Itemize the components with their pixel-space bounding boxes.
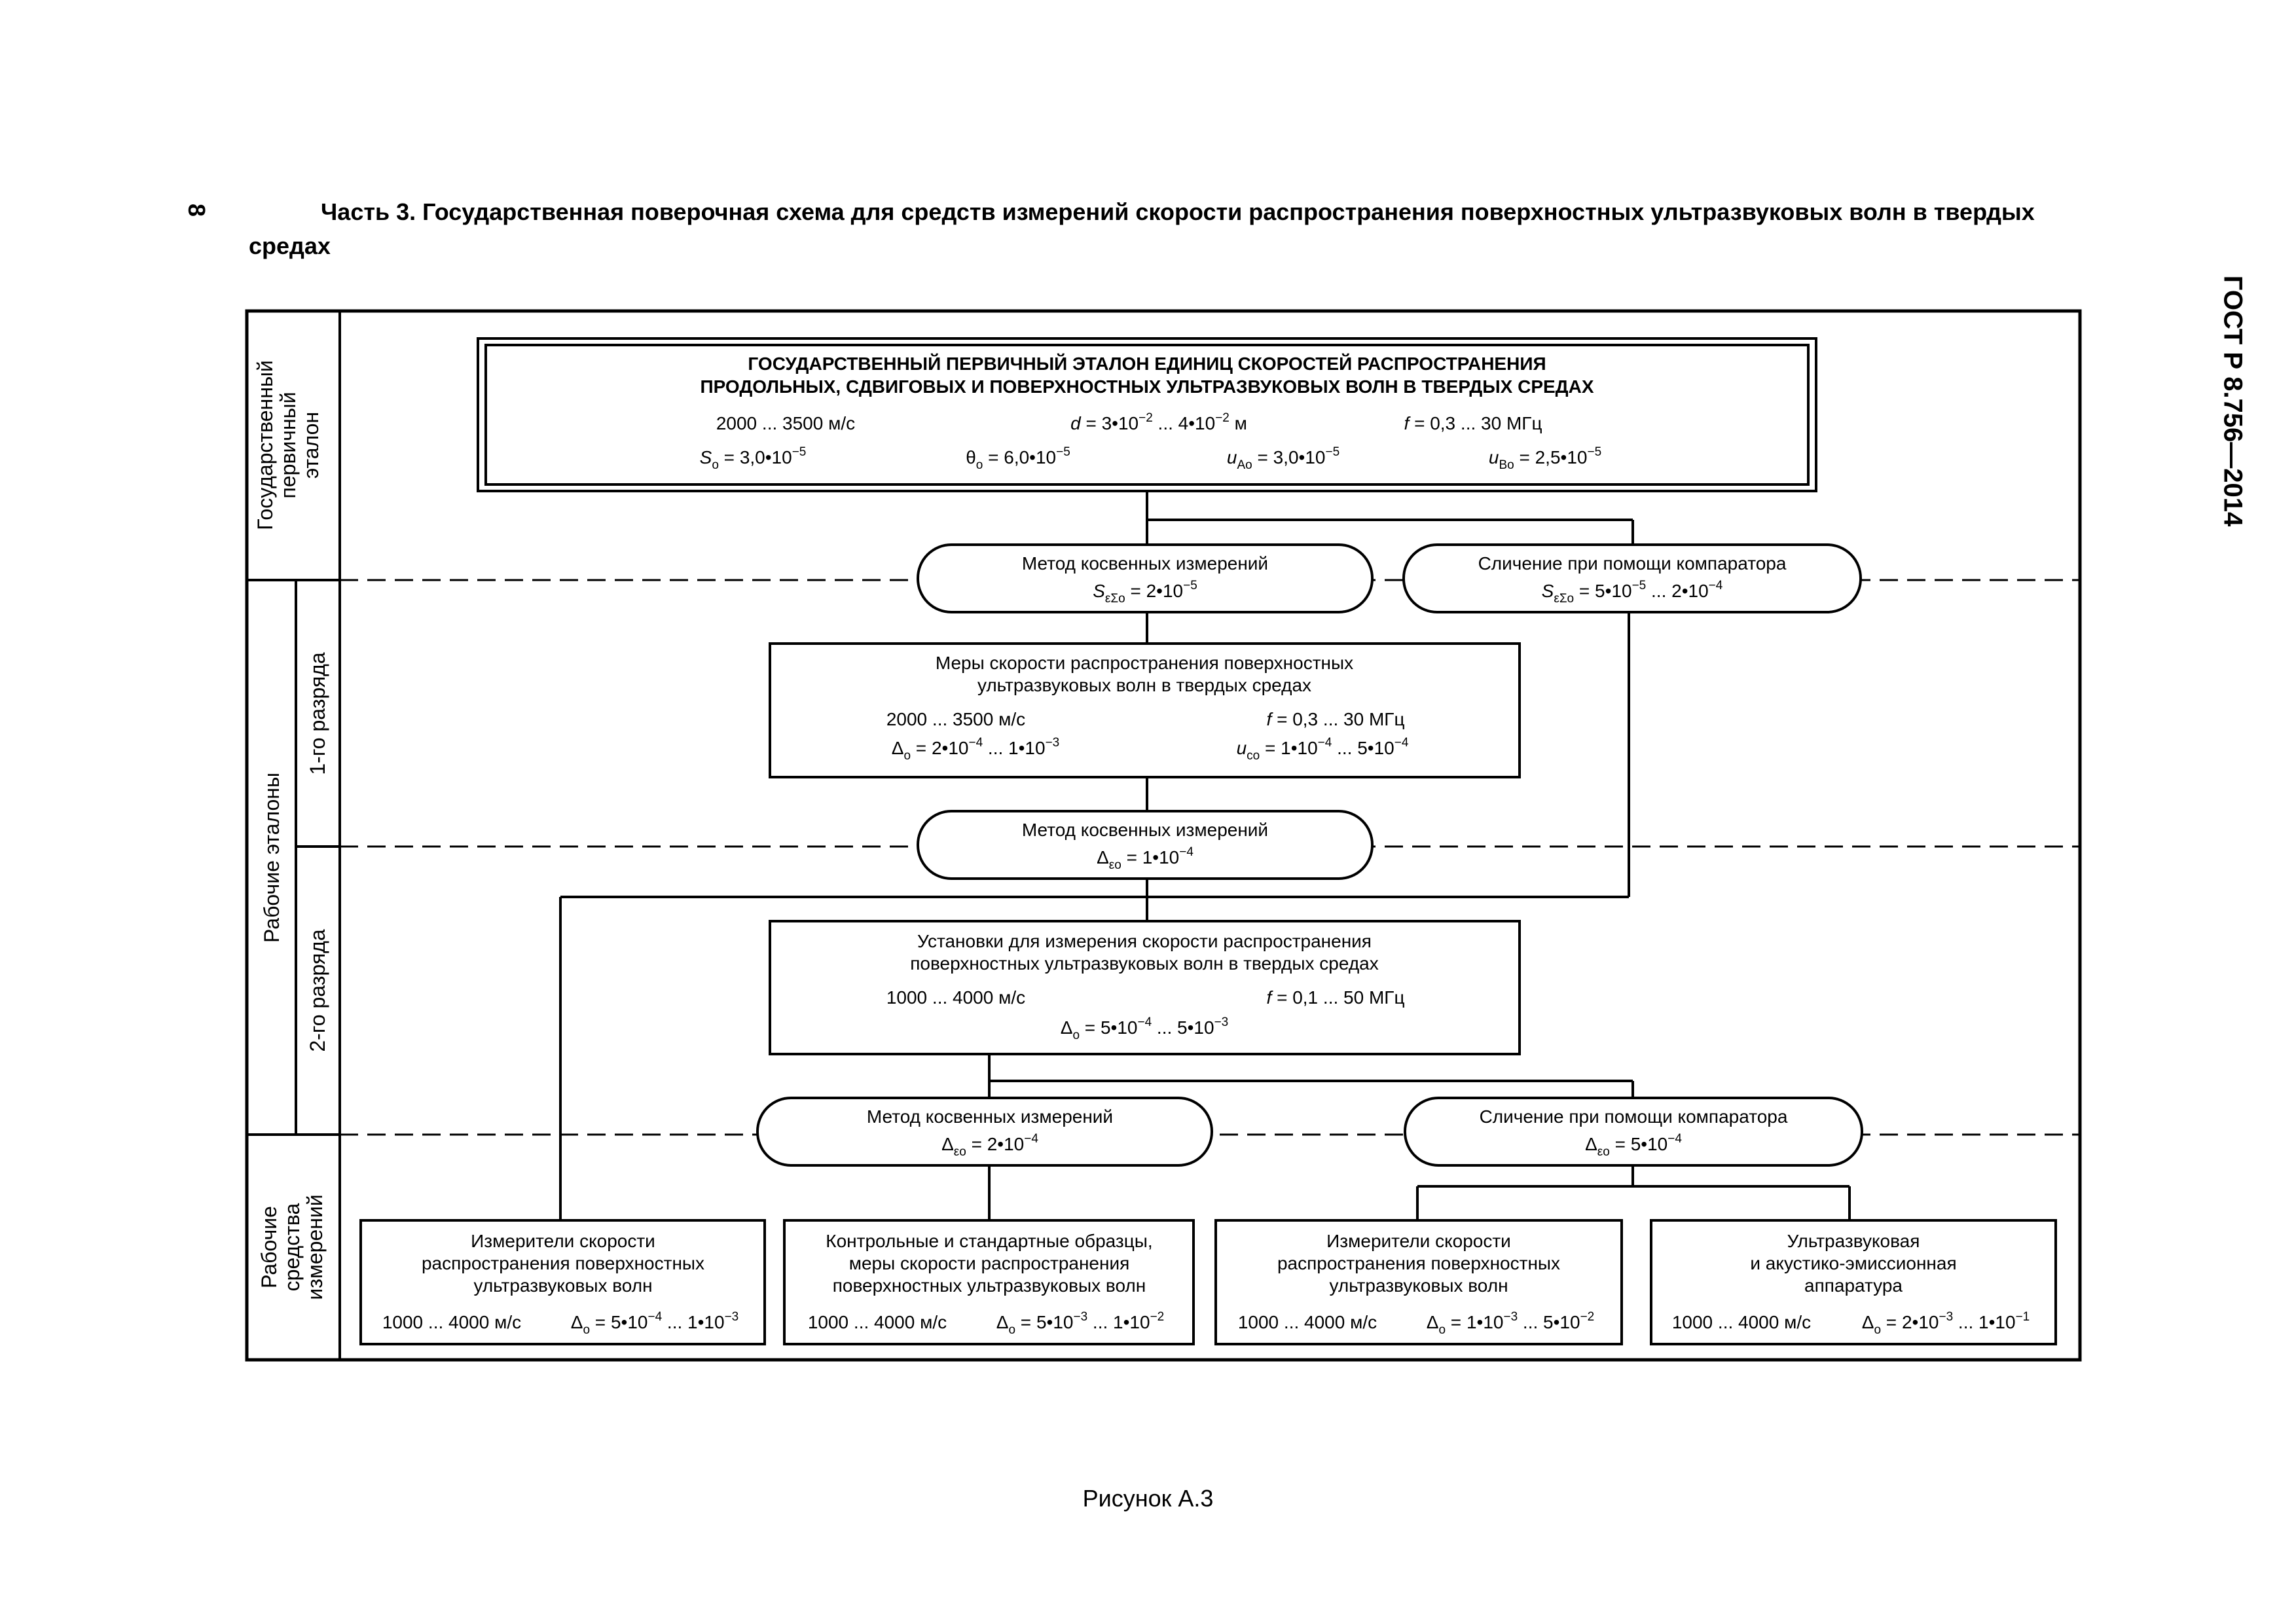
primary-standard-uA: uAo = 3,0•10−5 [1227, 445, 1339, 472]
svg-text:Δεо = 5•10−4: Δεо = 5•10−4 [1585, 1132, 1682, 1159]
svg-text:Сличение при помощи компаратор: Сличение при помощи компаратора [1478, 553, 1787, 574]
measures-box: Меры скорости распространения поверхност… [769, 642, 1521, 778]
primary-standard-S: Sо = 3,0•10−5 [700, 445, 807, 472]
side-label-rank1: 1-го разряда [306, 652, 329, 775]
svg-text:Δо = 1•10−3 ... 5•10−2: Δо = 1•10−3 ... 5•10−2 [1427, 1310, 1594, 1337]
svg-text:SεΣо = 5•10−5 ... 2•10−4: SεΣо = 5•10−5 ... 2•10−4 [1542, 579, 1723, 606]
primary-standard-title-line1: ГОСУДАРСТВЕННЫЙ ПЕРВИЧНЫЙ ЭТАЛОН ЕДИНИЦ … [748, 353, 1546, 374]
comparator-2: Сличение при помощи компаратора Δεо = 5•… [1404, 1097, 1863, 1167]
svg-text:Измерители скорости: Измерители скорости [471, 1231, 655, 1251]
svg-text:Сличение при помощи компаратор: Сличение при помощи компаратора [1480, 1106, 1788, 1127]
primary-standard-box: ГОСУДАРСТВЕННЫЙ ПЕРВИЧНЫЙ ЭТАЛОН ЕДИНИЦ … [477, 337, 1817, 492]
method-indirect-3: Метод косвенных измерений Δεо = 2•10−4 [756, 1097, 1213, 1167]
svg-text:распространения поверхностных: распространения поверхностных [1277, 1253, 1560, 1273]
svg-text:Δо = 2•10−3 ... 1•10−1: Δо = 2•10−3 ... 1•10−1 [1862, 1310, 2030, 1337]
primary-standard-diameter: d = 3•10−2 ... 4•10−2 м [1070, 411, 1247, 433]
svg-text:поверхностных ультразвуковых в: поверхностных ультразвуковых волн [833, 1275, 1146, 1296]
svg-text:Δо = 5•10−4 ... 5•10−3: Δо = 5•10−4 ... 5•10−3 [1061, 1015, 1228, 1042]
svg-text:Государственный: Государственный [253, 360, 277, 530]
svg-text:средства: средства [280, 1203, 304, 1291]
svg-text:Установки для измерения скорос: Установки для измерения скорости распрос… [917, 931, 1372, 951]
svg-text:f = 0,1 ... 50 МГц: f = 0,1 ... 50 МГц [1267, 987, 1405, 1008]
svg-text:Контрольные и стандартные обра: Контрольные и стандартные образцы, [826, 1231, 1152, 1251]
primary-standard-frequency: f = 0,3 ... 30 МГц [1404, 413, 1542, 433]
connector-lines [559, 491, 1851, 1220]
svg-text:Δо = 2•10−4 ... 1•10−3: Δо = 2•10−4 ... 1•10−3 [892, 736, 1059, 763]
svg-text:и акустико-эмиссионная: и акустико-эмиссионная [1750, 1253, 1956, 1273]
primary-standard-uB: uBo = 2,5•10−5 [1489, 445, 1601, 472]
svg-text:Δεо = 2•10−4: Δεо = 2•10−4 [941, 1132, 1038, 1159]
svg-text:Δо = 5•10−3 ... 1•10−2: Δо = 5•10−3 ... 1•10−2 [996, 1310, 1164, 1337]
side-label-rank2: 2-го разряда [306, 929, 329, 1051]
svg-text:Рабочие: Рабочие [257, 1206, 281, 1288]
svg-text:SεΣо = 2•10−5: SεΣо = 2•10−5 [1093, 579, 1197, 606]
side-label-working-standards: Рабочие эталоны [260, 773, 283, 943]
svg-text:меры скорости распространения: меры скорости распространения [849, 1253, 1130, 1273]
svg-text:Метод косвенных измерений: Метод косвенных измерений [1022, 820, 1268, 840]
svg-text:1000 ... 4000 м/с: 1000 ... 4000 м/с [1672, 1312, 1811, 1332]
primary-standard-range: 2000 ... 3500 м/с [716, 413, 855, 433]
svg-text:2000 ... 3500 м/с: 2000 ... 3500 м/с [886, 709, 1025, 729]
svg-text:Метод косвенных измерений: Метод косвенных измерений [1022, 553, 1268, 574]
svg-text:uco = 1•10−4 ... 5•10−4: uco = 1•10−4 ... 5•10−4 [1237, 736, 1409, 763]
svg-text:Измерители скорости: Измерители скорости [1326, 1231, 1511, 1251]
instrument-box-2: Контрольные и стандартные образцы, меры … [783, 1219, 1195, 1345]
instrument-box-1: Измерители скорости распространения пове… [359, 1219, 766, 1345]
figure-caption: Рисунок А.3 [1082, 1485, 1214, 1512]
instrument-box-3: Измерители скорости распространения пове… [1214, 1219, 1623, 1345]
svg-text:f = 0,3 ... 30 МГц: f = 0,3 ... 30 МГц [1267, 709, 1405, 729]
svg-text:Метод косвенных измерений: Метод косвенных измерений [867, 1106, 1113, 1127]
page-heading: Часть 3. Государственная поверочная схем… [249, 198, 2035, 259]
svg-text:распространения поверхностных: распространения поверхностных [422, 1253, 704, 1273]
svg-text:ультразвуковых волн: ультразвуковых волн [1329, 1275, 1508, 1296]
primary-standard-theta: θо = 6,0•10−5 [966, 445, 1070, 472]
svg-text:1000 ... 4000 м/с: 1000 ... 4000 м/с [1238, 1312, 1377, 1332]
method-indirect-2: Метод косвенных измерений Δεо = 1•10−4 [917, 810, 1374, 880]
diagram-frame [245, 309, 2082, 1362]
svg-text:Δо = 5•10−4 ... 1•10−3: Δо = 5•10−4 ... 1•10−3 [571, 1310, 738, 1337]
installations-box: Установки для измерения скорости распрос… [769, 920, 1521, 1055]
comparator-1: Сличение при помощи компаратора SεΣо = 5… [1402, 543, 1862, 613]
svg-text:Меры скорости распространения: Меры скорости распространения поверхност… [936, 653, 1353, 673]
instrument-box-4: Ультразвуковая и акустико-эмиссионная ап… [1650, 1219, 2057, 1345]
svg-text:ультразвуковых волн в твердых: ультразвуковых волн в твердых средах [977, 675, 1311, 695]
svg-text:1000 ... 4000 м/с: 1000 ... 4000 м/с [886, 987, 1025, 1008]
svg-text:измерений: измерений [303, 1194, 327, 1300]
svg-text:эталон: эталон [299, 412, 323, 479]
svg-text:поверхностных ультразвуковых в: поверхностных ультразвуковых волн в твер… [910, 953, 1378, 974]
side-label-working-means: Рабочие средства измерений [257, 1194, 327, 1300]
svg-text:ультразвуковых волн: ультразвуковых волн [473, 1275, 652, 1296]
svg-text:аппаратура: аппаратура [1804, 1275, 1903, 1296]
svg-text:Ультразвуковая: Ультразвуковая [1787, 1231, 1920, 1251]
side-label-primary: Государственный первичный эталон [253, 360, 323, 530]
svg-text:1000 ... 4000 м/с: 1000 ... 4000 м/с [382, 1312, 521, 1332]
method-indirect-1: Метод косвенных измерений SεΣо = 2•10−5 [917, 543, 1374, 613]
svg-text:Δεо = 1•10−4: Δεо = 1•10−4 [1097, 845, 1194, 872]
svg-text:первичный: первичный [276, 392, 300, 498]
svg-text:1000 ... 4000 м/с: 1000 ... 4000 м/с [808, 1312, 947, 1332]
primary-standard-title-line2: ПРОДОЛЬНЫХ, СДВИГОВЫХ И ПОВЕРХНОСТНЫХ УЛ… [700, 376, 1594, 397]
